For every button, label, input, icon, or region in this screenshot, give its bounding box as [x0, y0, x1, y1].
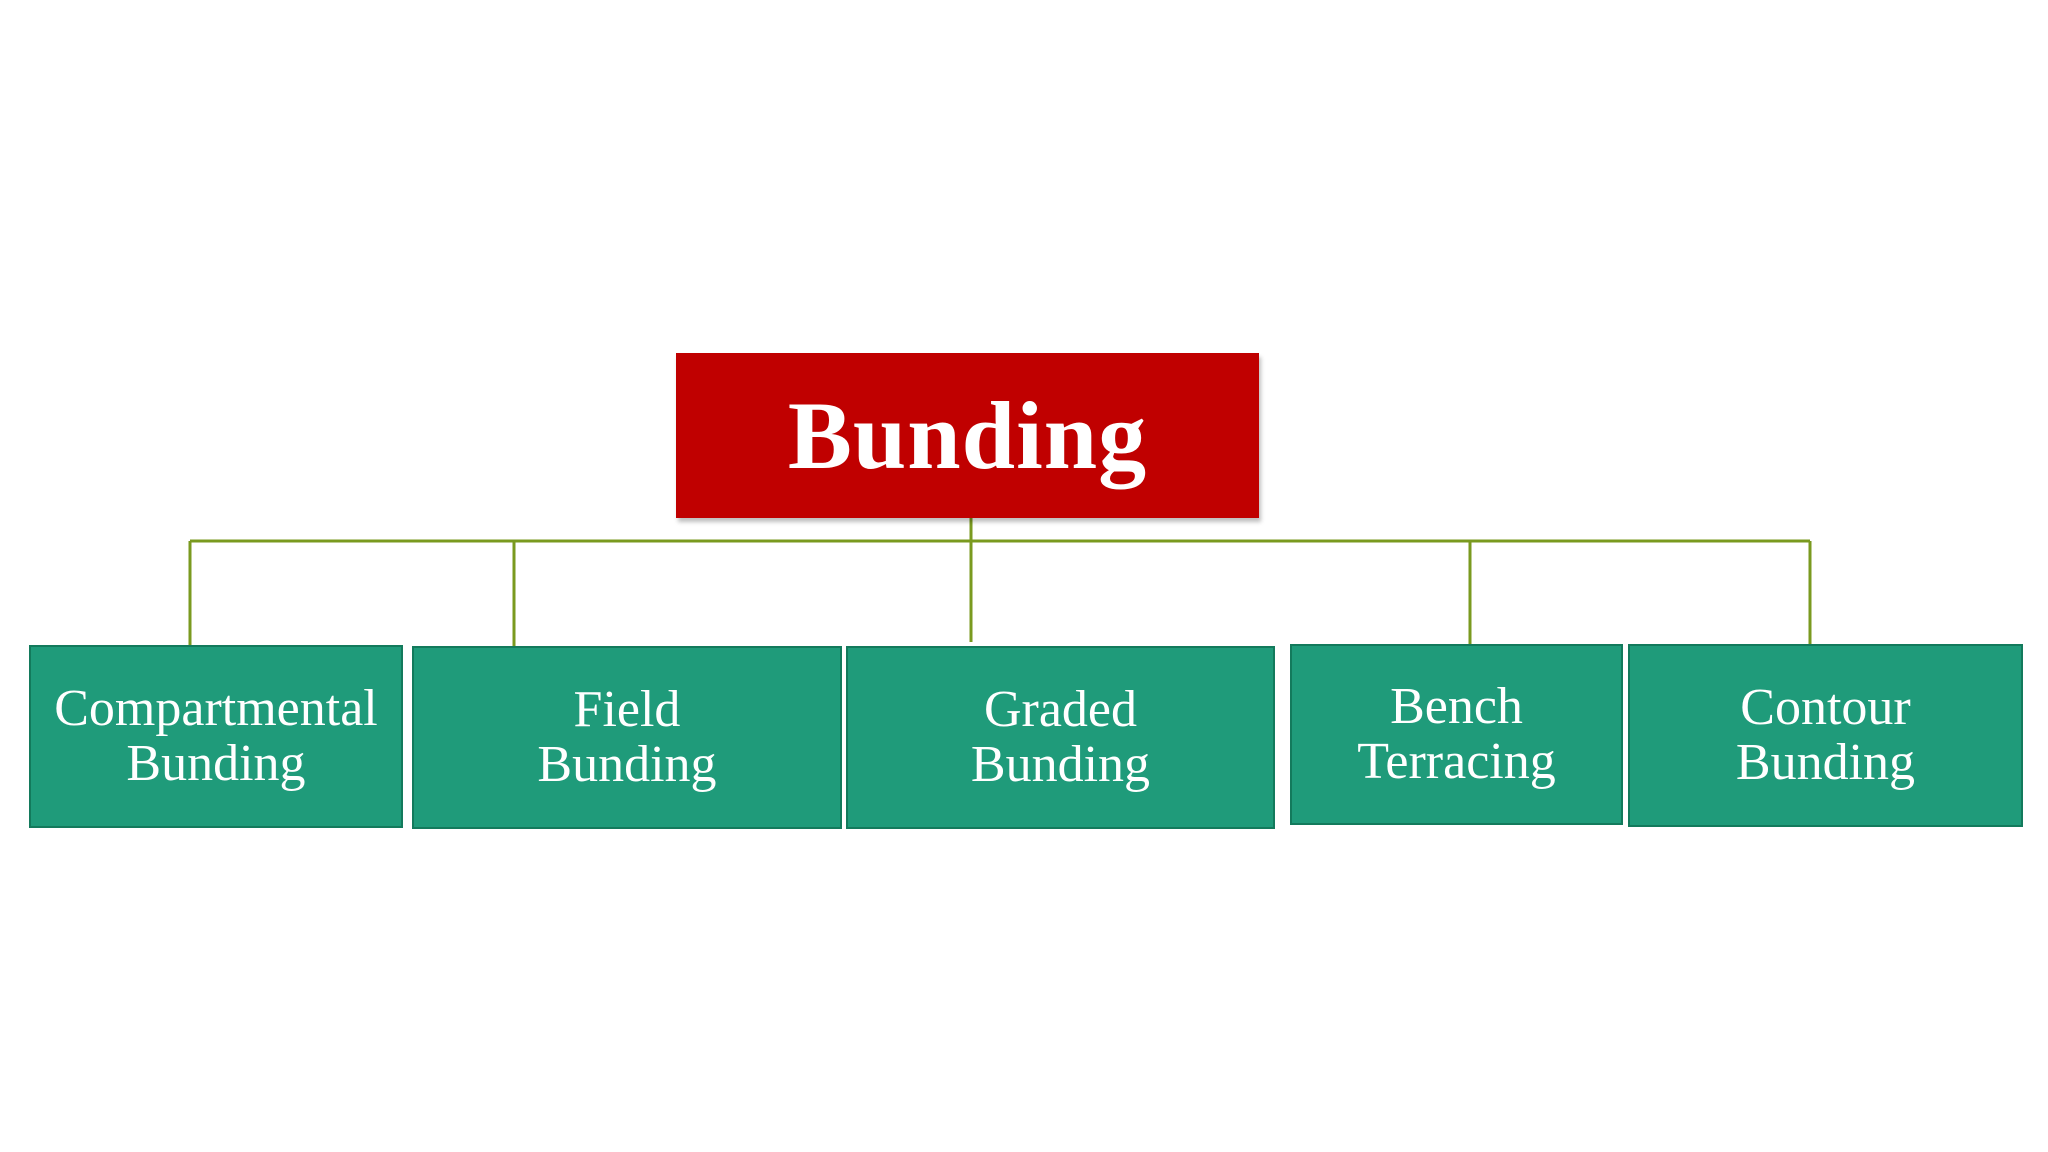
child-node-label-line1: Compartmental: [54, 679, 378, 737]
child-node-label-line2: Bunding: [126, 734, 306, 792]
child-node-label-line2: Bunding: [1735, 733, 1916, 791]
child-node-label-line2: Bunding: [537, 735, 717, 793]
child-node-bench-terracing: Bench Terracing: [1290, 644, 1623, 825]
child-node-compartmental-bunding: Compartmental Bunding: [29, 645, 403, 828]
child-node-contour-bunding: Contour Bunding: [1628, 644, 2023, 827]
child-node-label-line2: Bunding: [970, 735, 1151, 793]
child-node-field-bunding: Field Bunding: [412, 646, 842, 829]
child-node-graded-bunding: Graded Bunding: [846, 646, 1275, 829]
root-node-label: Bunding: [787, 381, 1148, 489]
child-node-label-line2: Terracing: [1357, 732, 1556, 790]
child-node-label-line1: Bench: [1390, 677, 1523, 735]
root-node-bunding: Bunding: [676, 353, 1259, 518]
child-node-label-line1: Graded: [983, 680, 1137, 738]
child-node-label-line1: Field: [573, 680, 681, 738]
child-node-label-line1: Contour: [1740, 678, 1911, 736]
